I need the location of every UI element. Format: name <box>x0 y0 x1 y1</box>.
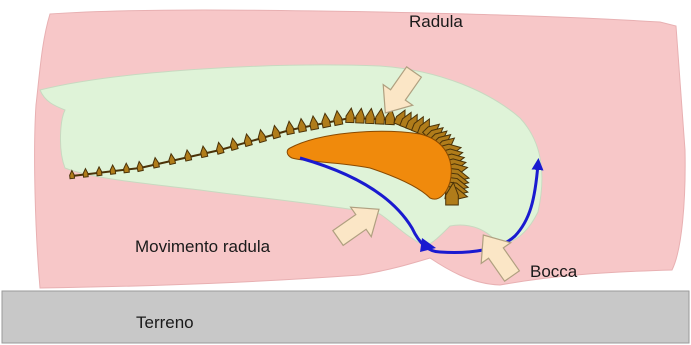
label-radula: Radula <box>409 12 463 32</box>
ground-strip <box>2 291 689 343</box>
label-radula-movement: Movimento radula <box>135 237 270 257</box>
label-mouth: Bocca <box>530 262 577 282</box>
label-ground: Terreno <box>136 313 194 333</box>
